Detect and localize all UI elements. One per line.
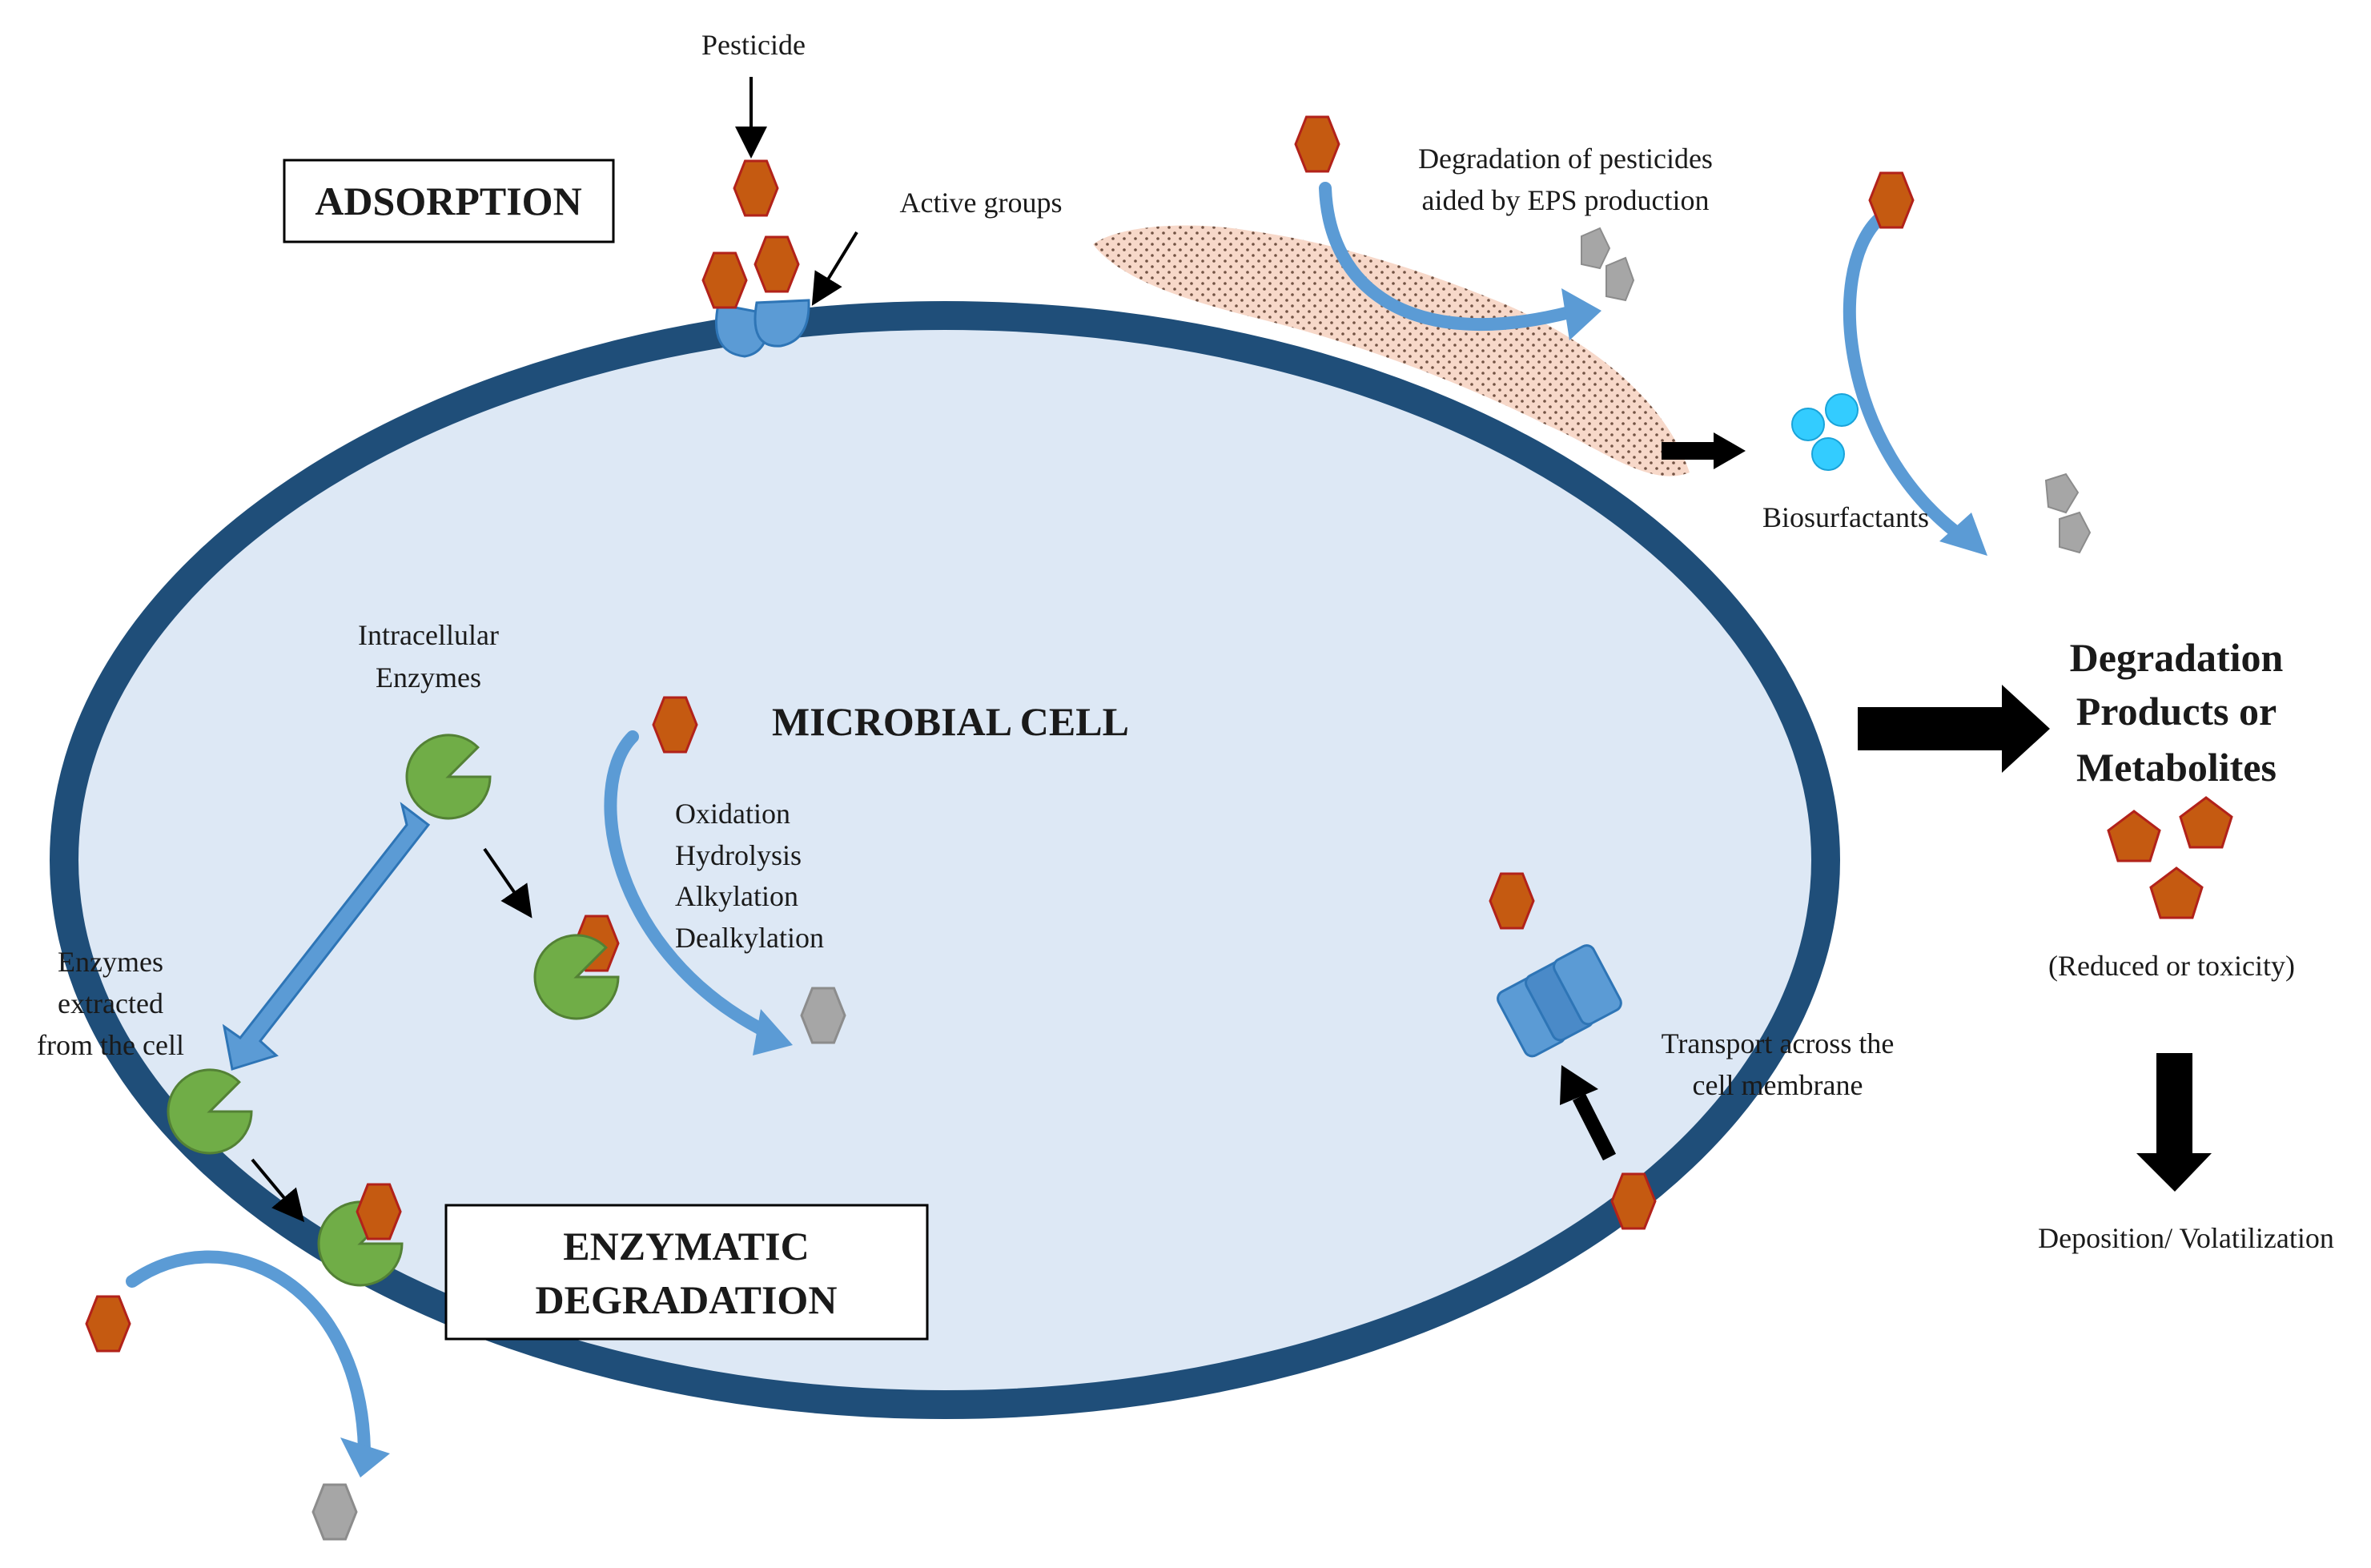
- eps-matrix: [1093, 225, 1690, 476]
- reaction-hydrolysis: Hydrolysis: [675, 839, 802, 871]
- enzyme-extraction-arrow: [222, 802, 431, 1071]
- pesticide-hexagon: [1610, 1172, 1657, 1230]
- intracellular-reaction-arrowhead: [753, 1009, 793, 1055]
- microbial-cell: [50, 301, 1840, 1419]
- metabolite-fragment: [2044, 472, 2080, 514]
- transport-arrow: [1560, 1065, 1617, 1161]
- extracellular-degradation-arrowhead: [340, 1437, 390, 1478]
- extracellular-degradation-arrow: [126, 1250, 371, 1456]
- pesticide-hexagon: [652, 696, 698, 754]
- enzymatic-degradation-title: ENZYMATIC: [563, 1224, 809, 1268]
- pesticide-hexagon: [85, 1295, 131, 1353]
- biosurfactants-label: Biosurfactants: [1762, 501, 1929, 533]
- biosurfactant-arrow: [1843, 214, 1968, 543]
- intracellular-binding-arrow: [483, 847, 532, 919]
- eps-degradation-label: Degradation of pesticides: [1418, 143, 1713, 175]
- products-title: Metabolites: [2076, 745, 2277, 790]
- eps-degradation-arrow: [1319, 182, 1576, 331]
- enzymes-extracted-label: Enzymes: [58, 946, 163, 978]
- adsorption-title: ADSORPTION: [315, 179, 581, 223]
- reaction-dealkylation: Dealkylation: [675, 922, 824, 954]
- pesticide-hexagon: [701, 251, 748, 309]
- product-pentagon: [2107, 810, 2161, 862]
- enzymatic-degradation-title: DEGRADATION: [536, 1277, 838, 1322]
- metabolite-fragment: [2059, 511, 2092, 554]
- metabolite-hexagon: [800, 987, 846, 1044]
- biosurfactant-droplet: [1791, 408, 1825, 441]
- enzyme-substrate-complex: [533, 934, 620, 1020]
- extracellular-binding-arrow: [251, 1158, 305, 1223]
- biosurfactant-droplet: [1811, 437, 1845, 471]
- pesticide-hexagon: [753, 235, 800, 293]
- enzyme: [167, 1068, 253, 1155]
- transport-label: cell membrane: [1693, 1069, 1863, 1101]
- product-pentagon: [2149, 866, 2204, 919]
- intracellular-reaction-arrow: [604, 730, 775, 1039]
- eps-degradation-arrowhead: [1561, 288, 1601, 340]
- biosurfactant-release-arrow: [1662, 432, 1746, 469]
- reaction-alkylation: Alkylation: [675, 880, 798, 912]
- enzymes-extracted-label: extracted: [58, 987, 163, 1019]
- membrane-channel: [1497, 944, 1622, 1058]
- deposition-arrow: [2136, 1053, 2212, 1192]
- pesticide-hexagon: [1868, 171, 1915, 229]
- metabolite-fragment: [1605, 256, 1635, 302]
- eps-degradation-label: aided by EPS production: [1422, 184, 1710, 216]
- adsorption-box: [283, 159, 615, 243]
- products-arrow: [1858, 685, 2050, 773]
- active-groups-arrow: [811, 231, 858, 306]
- products-title: Products or: [2076, 689, 2277, 734]
- pesticide-hexagon: [1294, 115, 1340, 173]
- biosurfactant-arrowhead: [1939, 513, 1987, 556]
- pesticide-label: Pesticide: [701, 29, 806, 61]
- metabolite-fragment: [1581, 227, 1611, 270]
- enzymatic-degradation-box: [444, 1204, 929, 1341]
- biosurfactant-droplet: [1825, 393, 1859, 427]
- reaction-oxidation: Oxidation: [675, 798, 790, 830]
- products-title: Degradation: [2070, 635, 2284, 680]
- intracellular-enzymes-label: Intracellular: [358, 619, 499, 651]
- microbial-cell-label: MICROBIAL CELL: [772, 699, 1129, 744]
- enzymes-extracted-label: from the cell: [37, 1029, 184, 1061]
- bound-pesticide: [356, 1183, 402, 1240]
- intracellular-enzymes-label: Enzymes: [376, 661, 481, 694]
- active-group-receptor: [714, 299, 810, 358]
- deposition-label: Deposition/ Volatilization: [2038, 1222, 2334, 1254]
- enzyme: [405, 734, 492, 820]
- active-groups-label: Active groups: [900, 187, 1063, 219]
- metabolite-hexagon: [311, 1483, 358, 1541]
- product-pentagon: [2179, 796, 2233, 849]
- pesticide-hexagon: [733, 159, 779, 217]
- reduced-toxicity-label: (Reduced or toxicity): [2048, 950, 2295, 982]
- transport-label: Transport across the: [1662, 1027, 1895, 1059]
- pesticide-hexagon: [1489, 872, 1535, 930]
